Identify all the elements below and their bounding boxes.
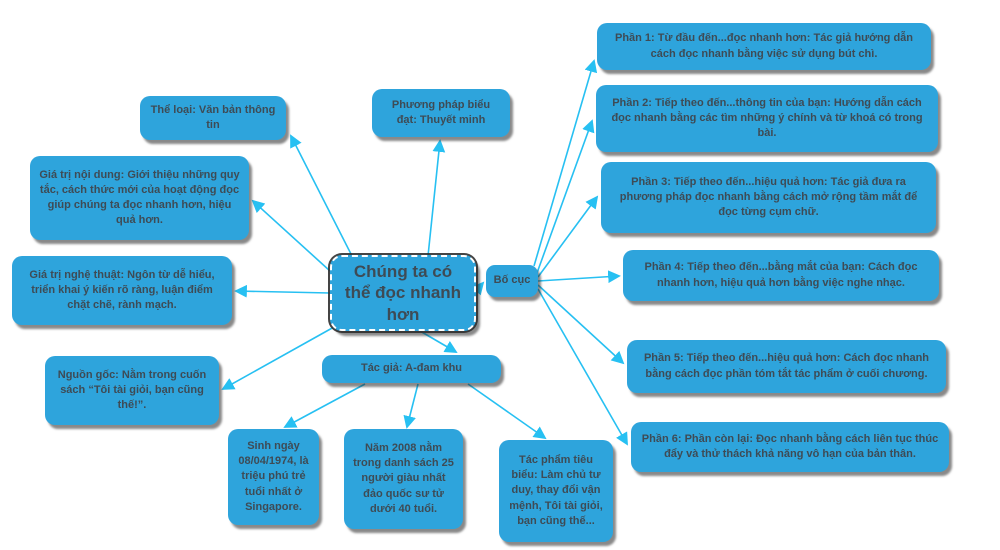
node-phan-5[interactable]: Phần 5: Tiếp theo đến...hiệu quả hơn: Cá…: [627, 340, 946, 393]
edge-center-tacgia: [419, 330, 458, 353]
node-gia-tri-noi-dung[interactable]: Giá trị nội dung: Giới thiệu những quy t…: [30, 156, 249, 240]
edge-tacgia-nam2008: [403, 383, 419, 429]
edge-center-theloai: [290, 134, 353, 257]
node-bo-cuc[interactable]: Bố cục: [486, 265, 538, 297]
node-tac-gia[interactable]: Tác giả: A-đam khu: [322, 355, 501, 383]
node-nam-2008[interactable]: Năm 2008 nằm trong danh sách 25 người gi…: [344, 429, 463, 529]
edge-tacgia-sinhngay: [283, 383, 366, 428]
edge-bocuc-phan3: [537, 195, 599, 278]
node-nguon-goc[interactable]: Nguồn gốc: Nằm trong cuốn sách “Tôi tài …: [45, 356, 219, 425]
edge-bocuc-phan1: [533, 59, 598, 267]
node-phan-1[interactable]: Phần 1: Từ đầu đến...đọc nhanh hơn: Tác …: [597, 23, 931, 70]
node-sinh-ngay[interactable]: Sinh ngày 08/04/1974, là triệu phú trẻ t…: [228, 429, 319, 525]
edge-center-nghethuat: [234, 284, 331, 298]
node-tac-pham[interactable]: Tác phẩm tiêu biểu: Làm chủ tư duy, thay…: [499, 440, 613, 542]
node-gia-tri-nghe-thuat[interactable]: Giá trị nghệ thuật: Ngôn từ dễ hiểu, tri…: [12, 256, 232, 325]
edge-center-nguongoc: [221, 326, 335, 390]
edge-bocuc-phan2: [536, 119, 595, 274]
edge-center-bocuc: [471, 281, 485, 296]
node-phan-6[interactable]: Phần 6: Phần còn lại: Đọc nhanh bằng các…: [631, 422, 949, 472]
edge-bocuc-phan6: [537, 288, 628, 446]
node-phan-3[interactable]: Phần 3: Tiếp theo đến...hiệu quả hơn: Tá…: [601, 162, 936, 233]
edge-center-phuongphap: [427, 139, 446, 257]
node-phan-4[interactable]: Phần 4: Tiếp theo đến...bằng mắt của bạn…: [623, 250, 939, 301]
node-phan-2[interactable]: Phần 2: Tiếp theo đến...thông tin của bạ…: [596, 85, 938, 152]
node-center-topic[interactable]: Chúng ta có thể đọc nhanh hơn: [330, 255, 476, 331]
edge-center-noidung: [251, 199, 331, 272]
edge-tacgia-tacpham: [467, 383, 547, 440]
edge-bocuc-phan5: [537, 284, 625, 365]
edge-bocuc-phan4: [537, 270, 621, 284]
node-phuong-phap[interactable]: Phương pháp biểu đạt: Thuyết minh: [372, 89, 510, 137]
node-the-loai[interactable]: Thể loại: Văn bản thông tin: [140, 96, 286, 140]
